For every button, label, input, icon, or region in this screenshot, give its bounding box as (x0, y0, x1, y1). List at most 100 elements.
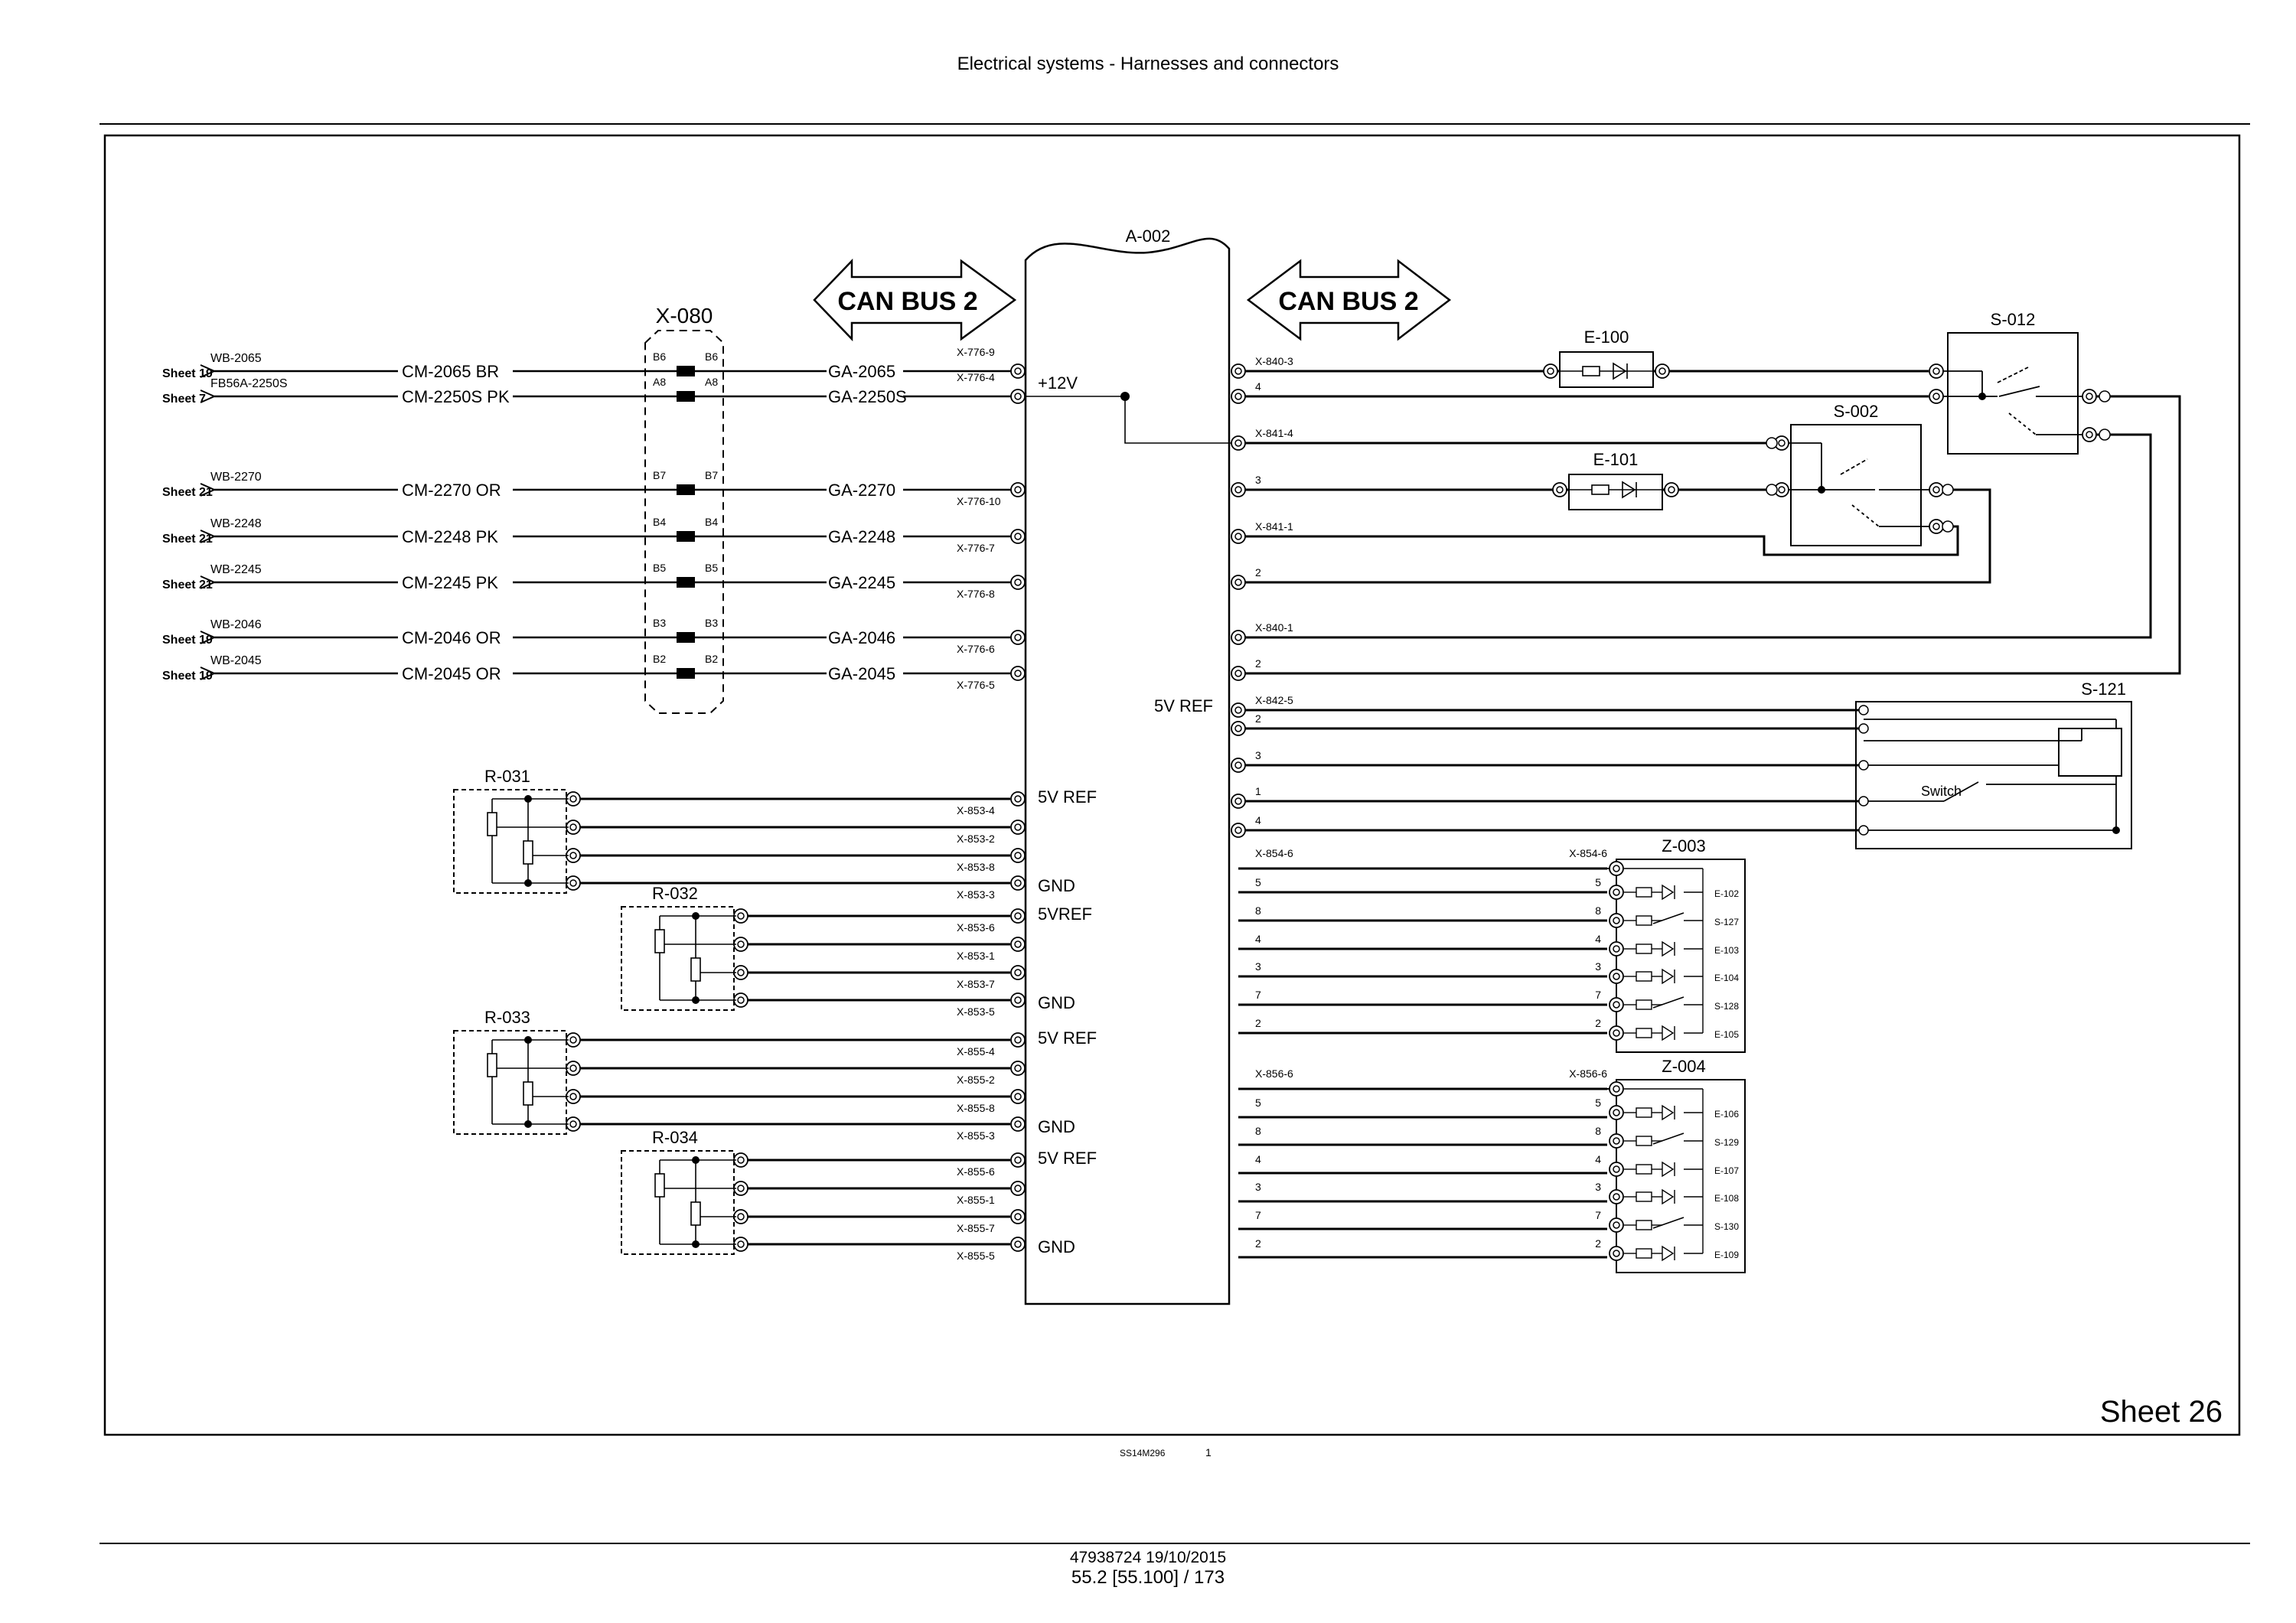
z003-item-label: E-102 (1714, 888, 1739, 899)
connector-terminal-inner (737, 969, 745, 976)
z003-item-label: S-127 (1714, 917, 1739, 927)
z-terminal (1609, 1081, 1624, 1097)
connector-terminal-inner (1014, 1036, 1022, 1044)
module-right-connector-label: 4 (1255, 380, 1261, 393)
splice-pin-label-left: B3 (653, 617, 666, 629)
module-right-terminal (1231, 702, 1246, 718)
connector-terminal-inner (1234, 797, 1242, 805)
junction-dot (524, 795, 532, 803)
s121-terminal (1858, 796, 1869, 807)
splice-pin-label-right: B5 (705, 562, 718, 574)
splice-pin-label-left: B2 (653, 653, 666, 665)
switch-terminal-outer (2099, 429, 2111, 441)
source-wire-label: WB-2248 (210, 517, 262, 530)
connector-terminal-inner (1613, 1193, 1620, 1201)
z004-block-pin: 2 (1595, 1237, 1601, 1250)
z003-item-label: E-103 (1714, 945, 1739, 956)
diagram-frame (103, 134, 2241, 1436)
connector-terminal-inner (1932, 393, 1940, 400)
splice-pin-label-left: B7 (653, 469, 666, 481)
z003-block-pin: 8 (1595, 904, 1601, 917)
connector-terminal-inner (569, 1093, 577, 1100)
can-bus-arrow-right (1246, 259, 1452, 341)
sensor-connector-label: X-853-6 (957, 921, 995, 934)
connector-terminal-inner (1014, 996, 1022, 1004)
z003-item-label: E-105 (1714, 1029, 1739, 1040)
sensor-connector-label: X-853-1 (957, 950, 995, 962)
module-left-terminal (1010, 875, 1026, 891)
sensor-connector-label: X-855-6 (957, 1165, 995, 1178)
sheet-ref: Sheet 21 (162, 533, 213, 546)
e101-box (1568, 474, 1663, 510)
label-plus12v: +12V (1038, 373, 1078, 393)
lamp-terminal (1655, 363, 1670, 379)
z003-block-pin: 4 (1595, 933, 1601, 945)
module-pin-function: 5VREF (1038, 904, 1092, 924)
cable-label: CM-2046 OR (402, 628, 501, 647)
module-right-terminal (1231, 758, 1246, 773)
z-resistor (1636, 1191, 1652, 1202)
cable-label: CM-2270 OR (402, 481, 501, 500)
module-pin-function: GND (1038, 993, 1075, 1012)
connector-terminal-inner (569, 1064, 577, 1072)
z004-module-pin: 4 (1255, 1153, 1261, 1165)
connector-terminal-inner (1234, 533, 1242, 540)
module-right-connector-label: 2 (1255, 657, 1261, 670)
z-terminal (1609, 1189, 1624, 1204)
source-wire-label: WB-2046 (210, 618, 262, 631)
connector-terminal-inner (1613, 888, 1620, 896)
connector-terminal-inner (737, 1240, 745, 1248)
z004-item-label: E-108 (1714, 1193, 1739, 1204)
module-right-terminal (1231, 575, 1246, 590)
connector-terminal-inner (1613, 917, 1620, 924)
z-led-icon (1662, 1161, 1675, 1178)
module-connector-label: X-776-9 (957, 346, 995, 358)
sensor-box (453, 1030, 567, 1135)
lamp-resistor (1582, 366, 1600, 376)
module-left-terminal (1010, 1089, 1026, 1104)
s121-terminal (1858, 723, 1869, 734)
led-icon (1613, 362, 1628, 380)
sheet-ref: Sheet 19 (162, 670, 213, 683)
connector-terminal-inner (1234, 578, 1242, 586)
module-left-terminal (1010, 791, 1026, 807)
module-right-terminal (1231, 794, 1246, 809)
z003-item-label: S-128 (1714, 1001, 1739, 1012)
module-left-terminal (1010, 1181, 1026, 1196)
sensor-label: R-034 (652, 1128, 698, 1147)
z-led-icon (1662, 968, 1675, 985)
switch-terminal (1929, 519, 1944, 534)
connector-terminal-inner (569, 852, 577, 859)
module-left-terminal (1010, 575, 1026, 590)
sensor-connector-label: X-855-2 (957, 1074, 995, 1086)
module-right-connector-label: X-842-5 (1255, 694, 1293, 706)
can-bus-label-left: CAN BUS 2 (837, 287, 977, 316)
z-switch-contact (1652, 1133, 1684, 1145)
z003-module-pin: 3 (1255, 960, 1261, 973)
splice-pin (677, 577, 695, 588)
connector-terminal-inner (1014, 823, 1022, 831)
splice-pin (677, 366, 695, 376)
z-terminal (1609, 1105, 1624, 1120)
connector-terminal-inner (737, 1185, 745, 1192)
z-terminal (1609, 885, 1624, 900)
z-terminal (1609, 1246, 1624, 1261)
z003-block-pin: 7 (1595, 989, 1601, 1001)
s002-box (1790, 424, 1922, 546)
connector-terminal-inner (1014, 879, 1022, 887)
connector-terminal-inner (569, 823, 577, 831)
s121-terminal (1858, 705, 1869, 715)
harness-label: GA-2046 (828, 628, 895, 647)
s012-box (1947, 332, 2079, 455)
z004-module-pin: 3 (1255, 1181, 1261, 1193)
sensor-box (621, 906, 735, 1011)
junction-dot (524, 1036, 532, 1044)
s002-label: S-002 (1834, 402, 1879, 421)
z003-block-pin: 2 (1595, 1017, 1601, 1029)
header-rule (99, 123, 2250, 125)
harness-label: GA-2065 (828, 362, 895, 381)
z-led-icon (1662, 1025, 1675, 1041)
junction-dot (692, 996, 700, 1004)
z003-module-pin: 8 (1255, 904, 1261, 917)
